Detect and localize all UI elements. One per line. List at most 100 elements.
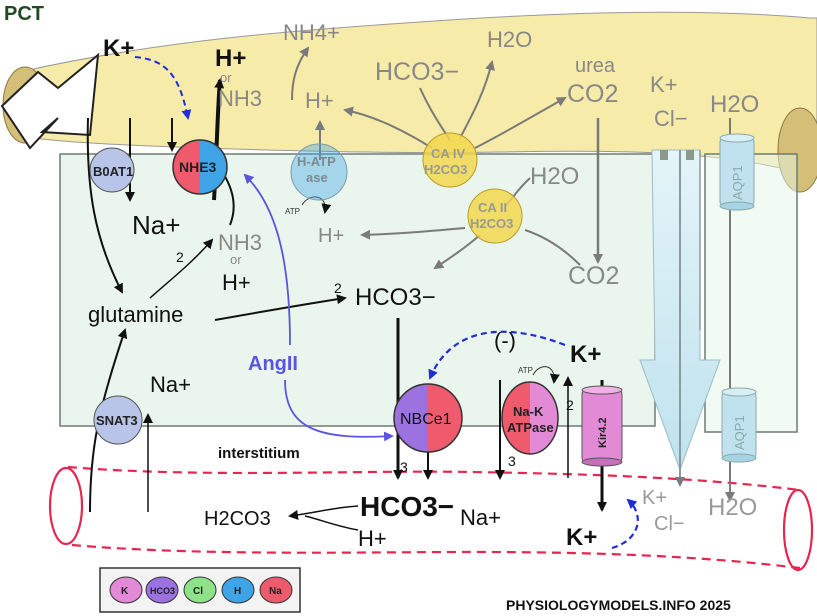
label-h2o-interstitium: H2O <box>708 494 757 521</box>
legend-swatch-hco3 <box>145 576 179 604</box>
label-inhibit: (-) <box>494 328 516 353</box>
label-cl-lumen-right: Cl− <box>654 106 688 131</box>
label-h2o-lumen: H2O <box>487 27 532 52</box>
label-k-interstitium: K+ <box>566 524 597 551</box>
label-k-lumen: K+ <box>103 35 134 62</box>
capillary-bottom-wall <box>71 543 801 570</box>
arrow-k-to-nhe3 <box>134 56 192 120</box>
label-h2o-lumen-right: H2O <box>710 91 759 118</box>
label-nh3-cell: NH3 <box>218 230 262 255</box>
label-hco3-cell: HCO3− <box>355 284 436 311</box>
label-h-cell: H+ <box>222 270 251 295</box>
legend-swatch-na <box>259 576 293 604</box>
label-urea: urea <box>575 55 616 77</box>
nhe3-transporter <box>172 139 228 195</box>
arrow-lumen-glutamine <box>86 117 123 294</box>
snat3-label: SNAT3 <box>96 413 138 428</box>
arrow-k-inhibit-nbce1 <box>428 330 566 380</box>
atp-curve-hatpase <box>301 196 332 214</box>
arrow-h-to-nh4 <box>291 46 310 101</box>
boat1-transporter <box>89 147 135 193</box>
label-2-a: 2 <box>176 249 184 265</box>
tight-junction-right <box>686 150 694 160</box>
nak-label-2: ATPase <box>507 420 554 435</box>
label-3-b: 3 <box>508 453 516 469</box>
aqp1-bottom-channel <box>721 387 757 463</box>
flow-arrow-icon <box>0 52 100 150</box>
arrow-glutamine-hco3 <box>214 294 347 321</box>
label-interstitium: interstitium <box>218 445 300 462</box>
capillary-right-end <box>782 488 814 572</box>
legend-label-k: K <box>121 586 129 597</box>
aqp1-bottom-label: AQP1 <box>732 415 747 450</box>
lumen-tube <box>14 11 817 171</box>
legend-label-na: Na <box>269 586 282 597</box>
arrow-h2co3-split <box>288 505 359 520</box>
arrow-angii-nbce1 <box>284 379 394 442</box>
nbce1-label: NBCe1 <box>400 411 452 428</box>
label-na-cell: Na+ <box>132 210 180 240</box>
legend-swatch-cl <box>183 576 217 604</box>
aqp1-top-label: AQP1 <box>730 165 745 200</box>
ca4-label-2: H2CO3 <box>424 162 467 177</box>
h-atpase-label-2: ase <box>306 170 328 185</box>
ca2-label-1: CA II <box>478 200 507 215</box>
label-h-interstitium: H+ <box>358 526 387 551</box>
arrow-ca2-to-hco3 <box>433 234 481 270</box>
label-h-lumen: H+ <box>215 45 246 72</box>
page-title: PCT <box>4 3 44 25</box>
nak-atpase-pump <box>501 381 559 455</box>
label-k-interstitium-gray: K+ <box>642 487 667 509</box>
capillary-left-end <box>48 466 84 546</box>
label-h-gray: H+ <box>305 88 334 113</box>
arrow-ca4-to-h2o <box>459 60 495 139</box>
label-or-2: or <box>230 252 242 267</box>
nak-label-1: Na-K <box>513 404 544 419</box>
ca4-label-1: CA IV <box>431 146 466 161</box>
label-k-lumen-right: K+ <box>650 72 678 97</box>
kir42-channel <box>581 385 623 467</box>
ca2-label-2: H2CO3 <box>470 216 513 231</box>
label-2-c: 2 <box>566 397 574 413</box>
legend-swatch-h <box>221 576 255 604</box>
atp-label-1: ATP <box>285 207 300 216</box>
tight-junction-left <box>660 150 668 160</box>
boat1-label: B0AT1 <box>93 164 133 179</box>
label-nh3-lumen: NH3 <box>218 86 262 111</box>
atp-curve-nak <box>532 366 560 384</box>
arrow-ca4-to-h <box>343 106 433 149</box>
label-nh4-lumen: NH4+ <box>283 20 340 45</box>
kir42-label: Kir4.2 <box>597 417 609 448</box>
label-2-b: 2 <box>334 280 342 296</box>
ca4-enzyme <box>422 132 478 188</box>
arrow-co2-to-ca2 <box>524 229 581 266</box>
atp-label-2: ATP <box>518 366 533 375</box>
nhe3-label: NHE3 <box>179 159 217 175</box>
aqp1-top-channel <box>719 133 755 211</box>
legend-swatch-k <box>109 576 143 604</box>
arrow-glutamine-nh3 <box>149 238 214 299</box>
arrow-angii-nhe3 <box>243 173 291 346</box>
label-h-cell-gray: H+ <box>318 225 344 247</box>
snat3-transporter <box>93 395 143 445</box>
label-or-1: or <box>220 70 232 85</box>
label-h2o-cell: H2O <box>530 163 579 190</box>
label-glutamine: glutamine <box>88 302 183 327</box>
label-na-interstitium: Na+ <box>460 505 501 530</box>
label-angii: AngII <box>248 353 298 375</box>
arrow-k-to-kir <box>611 498 639 550</box>
label-co2-cell: CO2 <box>568 262 619 290</box>
label-cl-interstitium-gray: Cl− <box>654 513 685 535</box>
h-atpase-pump <box>290 143 348 201</box>
label-na-cell-2: Na+ <box>150 372 191 397</box>
legend-label-h: H <box>234 586 241 597</box>
arrow-ca4-to-co2 <box>474 97 567 149</box>
arrow-h2co3-split-2 <box>304 515 359 531</box>
label-co2-lumen: CO2 <box>567 80 618 108</box>
legend-label-hco3: HCO3 <box>150 586 175 596</box>
label-hco3-lumen: HCO3− <box>375 58 459 86</box>
label-h2co3: H2CO3 <box>204 508 271 530</box>
label-hco3-interstitium: HCO3− <box>360 491 454 522</box>
legend-label-cl: Cl <box>193 586 203 597</box>
